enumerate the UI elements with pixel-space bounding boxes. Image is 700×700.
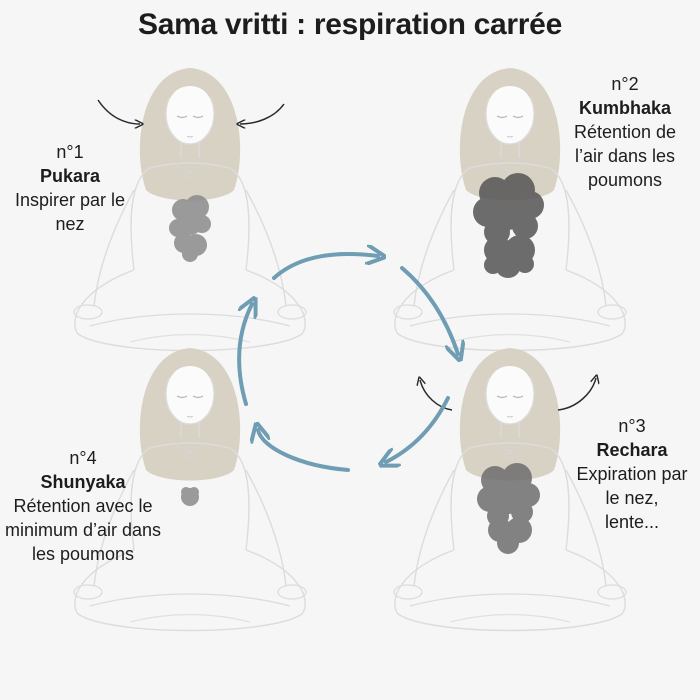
meditator-figure-4 (73, 347, 307, 632)
cycle-arrow-left-side (237, 304, 252, 406)
step-name: Shunyaka (40, 472, 126, 492)
meditator-figure-2 (393, 67, 627, 352)
step-number: n°2 (611, 74, 639, 94)
cycle-arrow-4-to-1 (258, 430, 350, 472)
step-name: Pukara (39, 166, 101, 186)
air-cloud-1 (169, 195, 211, 262)
inhale-arrow-left (97, 99, 140, 124)
step-label-3: n°3 Rechara Expiration par le nez, lente… (576, 414, 688, 534)
air-cloud-4 (181, 487, 199, 506)
inhale-arrow-right (240, 103, 285, 124)
step-description: Expiration par le nez, lente... (576, 464, 688, 532)
step-description: Inspirer par le nez (14, 190, 126, 234)
step-name: Rechara (596, 440, 668, 460)
step-number: n°4 (69, 448, 97, 468)
air-cloud-2 (473, 173, 544, 278)
air-cloud-3 (477, 463, 540, 554)
exhale-arrow-right (557, 378, 596, 411)
cycle-arrow-2-to-3 (400, 266, 458, 354)
page-title: Sama vritti : respiration carrée (138, 8, 562, 41)
step-label-2: n°2 Kumbhaka Rétention de l’air dans les… (560, 72, 690, 192)
step-number: n°1 (56, 142, 84, 162)
step-label-1: n°1 Pukara Inspirer par le nez (0, 140, 140, 236)
meditator-figure-3 (393, 347, 627, 632)
step-description: Rétention de l’air dans les poumons (573, 122, 677, 190)
cycle-arrows (237, 254, 458, 472)
step-description: Rétention avec le minimum d’air dans les… (4, 496, 162, 564)
exhale-arrow-left (420, 380, 453, 411)
step-name: Kumbhaka (578, 98, 672, 118)
step-number: n°3 (618, 416, 646, 436)
step-label-4: n°4 Shunyaka Rétention avec le minimum d… (0, 446, 166, 566)
meditator-figure-1 (73, 67, 307, 352)
cycle-arrow-1-to-2 (272, 254, 378, 280)
cycle-arrow-3-to-4 (386, 396, 450, 462)
